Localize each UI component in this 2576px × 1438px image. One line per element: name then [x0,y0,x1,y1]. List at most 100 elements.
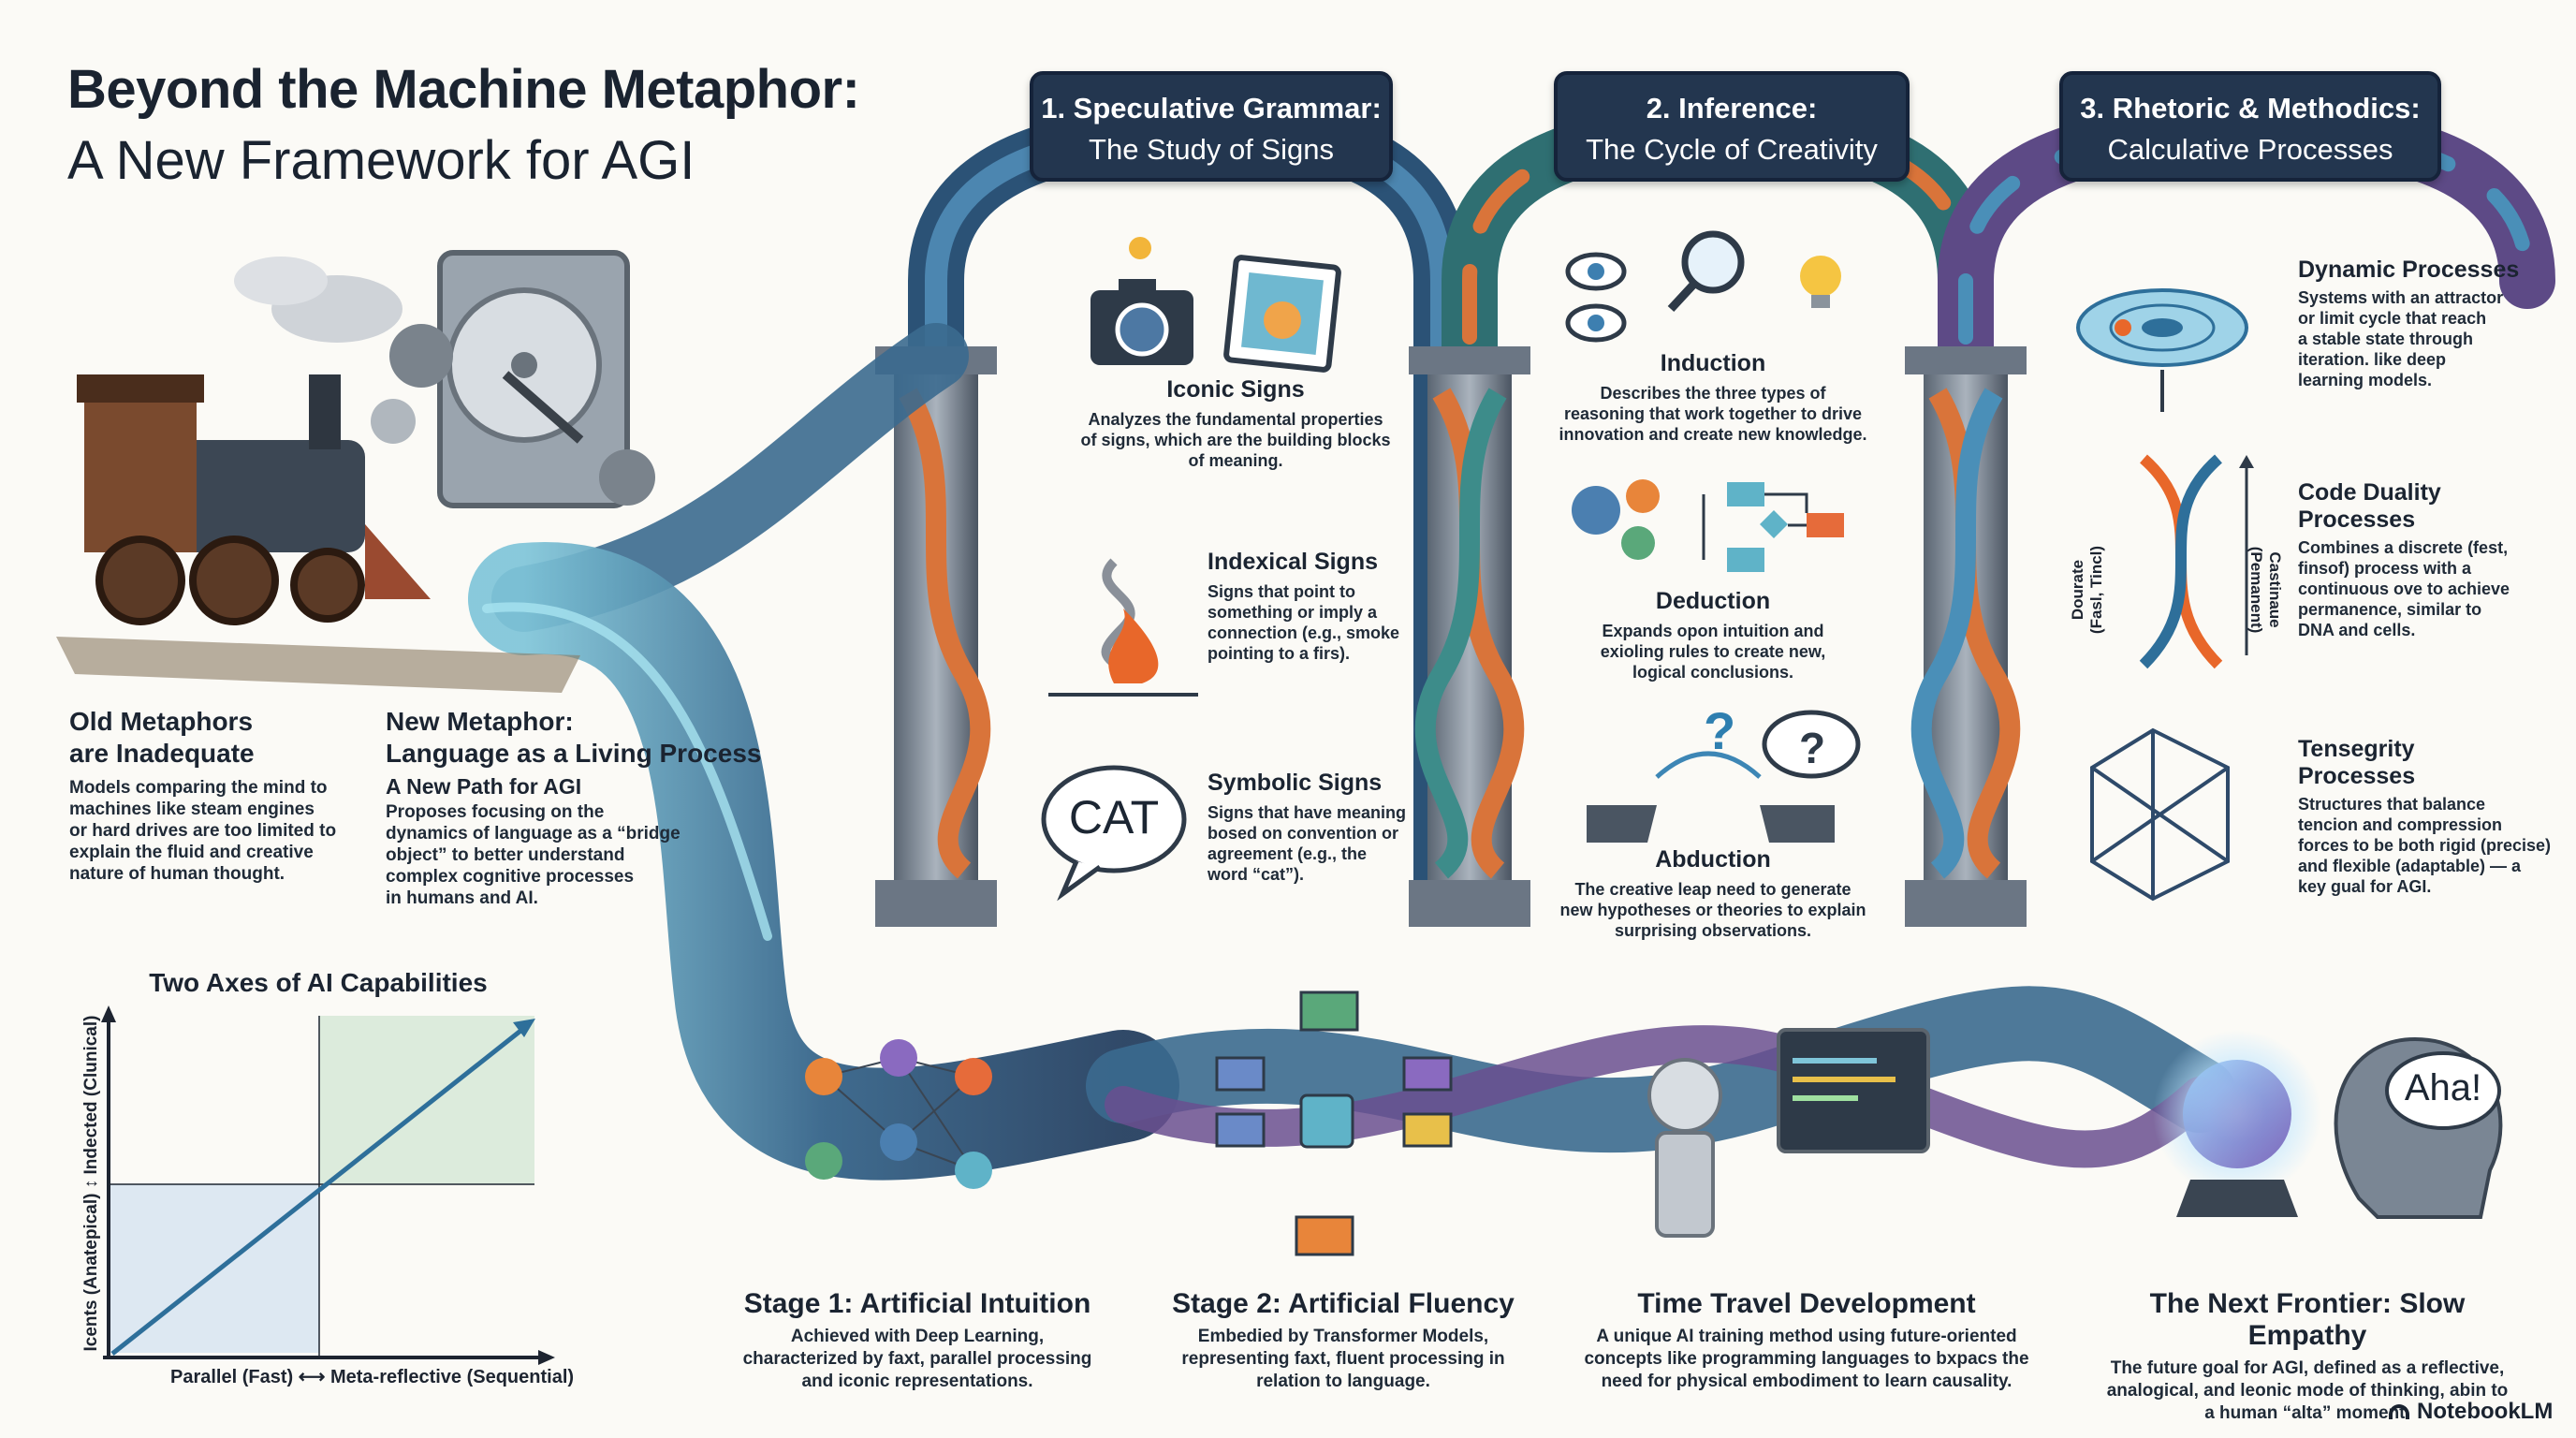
new-metaphor-text-line: dynamics of language as a “bridge [386,824,681,844]
abduction-text-line: The creative leap need to generate [1574,880,1852,899]
stage-2-text-line: relation to language. [1256,1372,1430,1391]
axes-y-label-top: Indected (Clunical) [81,1015,101,1175]
deduction-text-line: exioling rules to create new, [1600,642,1826,661]
axes-y-label-arrow: ↕ [81,1179,101,1189]
flowchart-gears-icon [1572,479,1844,572]
new-metaphor-text-line: Proposes focusing on the [386,802,605,822]
next-frontier-text-line: analogical, and leonic mode of thinking,… [2106,1381,2509,1401]
dynamic-processes-block: Dynamic Processes Systems with an attrac… [2298,257,2560,390]
deduction-text-line: logical conclusions. [1632,663,1794,682]
symbolic-signs-text-line: Signs that have meaning [1208,803,1407,822]
dynamic-processes-text-line: Systems with an attractor [2298,288,2504,307]
stage-1-text-line: and iconic representations. [801,1372,1033,1391]
code-duality-text-line: finsof) process with a [2298,559,2472,578]
time-travel-heading: Time Travel Development [1637,1288,1976,1319]
banner-subtitle: The Study of Signs [1089,133,1334,166]
stage-1-heading: Stage 1: Artificial Intuition [743,1288,1091,1319]
transformer-icon [1215,990,1453,1256]
induction-text-line: Describes the three types of [1600,384,1826,403]
brand-badge: NotebookLM [2389,1399,2553,1425]
stage-1-text-line: characterized by faxt, parallel processi… [742,1349,1092,1369]
pillar-1 [875,346,997,927]
code-duality-left-label-1: Dourate [2069,559,2086,621]
induction-block: Induction Describes the three types of r… [1535,350,1891,445]
code-duality-text-line: DNA and cells. [2298,621,2416,639]
induction-text-line: reasoning that work together to drive [1563,404,1863,423]
time-travel-text-line: A unique AI training method using future… [1596,1327,2017,1346]
axes-x-label-arrow: ⟷ [298,1367,326,1387]
iconic-signs-heading: Iconic Signs [1166,376,1305,403]
time-travel-text-line: concepts like programming languages to b… [1584,1349,2029,1369]
lightbulb-icon [1800,256,1841,308]
robot-screen-icon [1647,1028,1930,1238]
tensegrity-text-line: key gual for AGI. [2298,877,2432,896]
old-metaphors-text-line: nature of human thought. [69,864,285,884]
axes-y-label-bottom: Icents (Anatepical) [81,1193,101,1352]
new-metaphor-text-line: complex cognitive processes [386,867,635,887]
code-duality-block: Code Duality Processes Combines a discre… [2298,479,2560,640]
axes-x-label-left: Parallel (Fast) [170,1367,294,1387]
speech-bubble-cat [1041,765,1187,902]
banner-subtitle: The Cycle of Creativity [1586,133,1878,166]
code-duality-right-label-1: Castinaue [2266,551,2284,628]
stage-2-text-line: Embedied by Transformer Models, [1197,1327,1489,1346]
dynamic-processes-text-line: a stable state through [2298,330,2474,348]
next-frontier-block: The Next Frontier: Slow Empathy The futu… [2087,1288,2527,1425]
code-duality-right-label: Castinaue (Pemanent) [2247,515,2284,665]
dynamic-processes-text-line: learning models. [2298,371,2433,389]
indexical-signs-heading: Indexical Signs [1208,549,1379,575]
svg-text:?: ? [1799,724,1825,772]
axes-y-label: Icents (Anatepical) ↕ Indected (Clunical… [81,1005,102,1361]
old-metaphors-text-line: explain the fluid and creative [69,843,314,862]
banner-title: 1. Speculative Grammar: [1041,92,1382,125]
indexical-signs-text-line: something or imply a [1208,603,1378,622]
symbolic-signs-text-line: word “cat”). [1208,865,1305,884]
indexical-signs-text-line: pointing to a firs). [1208,644,1350,663]
indexical-signs-text-line: connection (e.g., smoke [1208,624,1400,642]
aha-bubble-text: Aha! [2404,1067,2482,1108]
tensegrity-text-line: and flexible (adaptable) — a [2298,857,2522,875]
next-frontier-text-line: The future goal for AGI, defined as a re… [2110,1358,2505,1378]
code-duality-text-line: Combines a discrete (fest, [2298,538,2509,557]
stage-2-block: Stage 2: Artificial Fluency Embedied by … [1151,1288,1535,1393]
smoke-fire-icon [1048,558,1198,697]
svg-text:?: ? [1704,701,1735,760]
iconic-signs-text-line: Analyzes the fundamental properties [1088,410,1383,429]
camera-icon [1090,237,1193,365]
old-metaphors-text-line: Models comparing the mind to [69,778,328,798]
banner-speculative-grammar: 1. Speculative Grammar: The Study of Sig… [1030,71,1393,182]
banner-inference: 2. Inference: The Cycle of Creativity [1554,71,1910,182]
notebooklm-logo-icon [2389,1404,2409,1419]
code-duality-heading-1: Code Duality [2298,479,2441,506]
cat-photo-icon [1223,255,1341,373]
indexical-signs-block: Indexical Signs Signs that point to some… [1208,549,1423,664]
symbolic-signs-text-line: agreement (e.g., the [1208,844,1368,863]
dynamic-processes-heading: Dynamic Processes [2298,257,2520,283]
stage-1-block: Stage 1: Artificial Intuition Achieved w… [721,1288,1114,1393]
new-metaphor-subheading: A New Path for AGI [386,774,582,799]
indexical-signs-text-line: Signs that point to [1208,582,1355,601]
abduction-text-line: surprising observations. [1614,921,1812,940]
old-metaphors-text-line: or hard drives are too limited to [69,821,337,841]
banner-title: 3. Rhetoric & Methodics: [2080,92,2421,125]
next-frontier-text-line: a human “alta” moment. [2204,1403,2410,1423]
pillar-2 [1409,346,1530,927]
eye-magnifier-icon [1565,230,1745,343]
hard-drive-illustration [371,250,655,508]
tensegrity-text-line: forces to be both rigid (precise) [2298,836,2552,855]
iconic-signs-text-line: of signs, which are the building blocks [1080,431,1391,449]
tensegrity-block: Tensegrity Processes Structures that bal… [2298,736,2569,897]
brand-name: NotebookLM [2417,1399,2554,1424]
old-metaphors-block: Old Metaphors are Inadequate Models comp… [69,706,369,885]
abduction-text-line: new hypotheses or theories to explain [1559,901,1866,919]
symbolic-signs-text-line: bosed on convention or [1208,824,1399,843]
neural-network-icon [805,1039,992,1189]
attractor-icon [2076,288,2248,412]
dynamic-processes-text-line: iteration. like deep [2298,350,2447,369]
axes-x-label-right: Meta-reflective (Sequential) [329,1367,575,1387]
new-metaphor-text-line: in humans and AI. [386,888,538,908]
steam-engine-illustration [56,257,580,693]
tensegrity-icon [2090,727,2230,902]
time-travel-text-line: need for physical embodiment to learn ca… [1601,1372,2012,1391]
